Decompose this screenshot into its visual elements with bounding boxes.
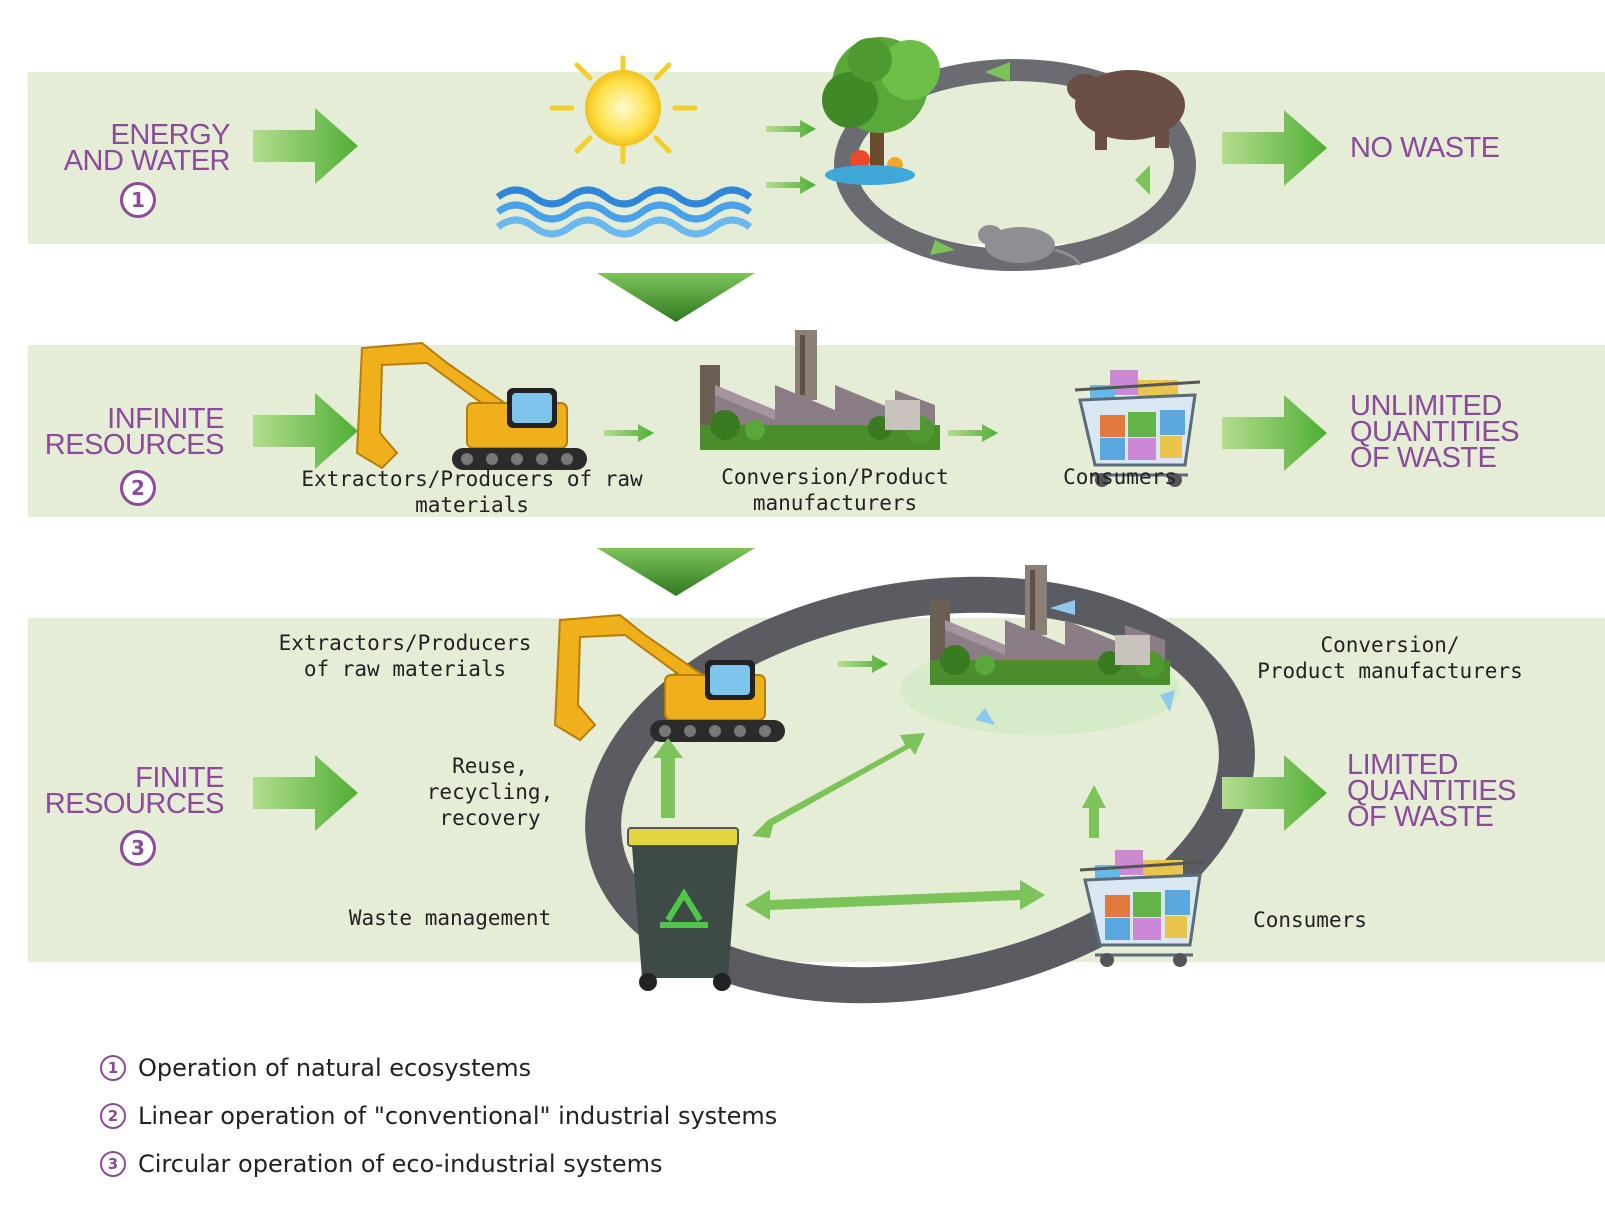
row3-conversion-line-1: Conversion/ xyxy=(1320,633,1460,657)
arrow-extract-to-convert xyxy=(604,424,654,442)
arrow-convert-to-consume xyxy=(948,424,998,442)
row2-conversion-line-2: manufacturers xyxy=(752,491,918,515)
down-arrow-1 xyxy=(597,273,755,322)
row3-number-badge: 3 xyxy=(120,830,156,866)
recycle-flow-arrows xyxy=(653,733,1106,920)
down-arrow-2 xyxy=(597,548,755,596)
row1-input-line-1: ENERGY xyxy=(110,119,231,151)
legend-number-1: 1 xyxy=(100,1055,126,1081)
row2-input-label: INFINITE RESOURCES xyxy=(30,403,225,461)
excavator-icon xyxy=(356,342,588,471)
legend-item-1: 1 Operation of natural ecosystems xyxy=(100,1054,531,1082)
row3-waste-line-1: Waste management xyxy=(348,906,552,930)
arrow-water-to-cycle xyxy=(766,176,816,194)
row2-extractors-line-2: materials xyxy=(415,493,529,517)
legend-item-3: 3 Circular operation of eco-industrial s… xyxy=(100,1150,662,1178)
row3-output-line-1: LIMITED xyxy=(1347,749,1458,781)
row3-reuse-line-3: recovery xyxy=(439,806,541,830)
row3-reuse-line-1: Reuse, xyxy=(452,754,528,778)
row3-extractors-line-2: of raw materials xyxy=(303,657,507,681)
legend-text-3: Circular operation of eco-industrial sys… xyxy=(138,1150,663,1178)
legend-number-3: 3 xyxy=(100,1151,126,1177)
tree-icon xyxy=(822,37,940,185)
arrow-unlimited-waste-out xyxy=(1222,395,1327,471)
arrow-extract-to-factory xyxy=(838,655,888,673)
legend-text-1: Operation of natural ecosystems xyxy=(138,1054,532,1082)
row3-input-label: FINITE RESOURCES xyxy=(30,762,225,820)
row3-reuse-line-2: recycling, xyxy=(426,780,554,804)
legend-text-2: Linear operation of "conventional" indus… xyxy=(138,1102,778,1130)
row3-output-line-2: QUANTITIES xyxy=(1347,775,1517,807)
circular-loop-road xyxy=(585,576,1255,1004)
row2-output-label: UNLIMITED QUANTITIES OF WASTE xyxy=(1350,390,1590,474)
sun-icon xyxy=(549,55,698,165)
row3-extractors-caption: Extractors/Producers of raw materials xyxy=(255,630,555,682)
arrow-finite-in xyxy=(253,755,358,831)
row2-extractors-caption: Extractors/Producers of raw materials xyxy=(272,466,672,518)
factory-icon xyxy=(700,330,940,450)
water-waves-icon xyxy=(495,186,753,238)
arrow-no-waste-out xyxy=(1222,110,1327,186)
bear-icon xyxy=(1067,70,1185,150)
legend-number-2: 2 xyxy=(100,1103,126,1129)
arrow-infinite-in xyxy=(253,393,358,469)
row2-consumers-caption: Consumers xyxy=(1040,464,1200,490)
row1-input-line-2: AND WATER xyxy=(63,145,231,177)
row2-extractors-line-1: Extractors/Producers of raw xyxy=(301,467,643,491)
row2-consumers-line-1: Consumers xyxy=(1063,465,1177,489)
row1-number-badge: 1 xyxy=(120,182,156,218)
arrow-energy-in xyxy=(253,108,358,184)
row3-extractors-line-1: Extractors/Producers xyxy=(278,631,532,655)
row3-output-label: LIMITED QUANTITIES OF WASTE xyxy=(1347,749,1587,833)
row3-consumers-caption: Consumers xyxy=(1230,907,1390,933)
row1-output-label: NO WASTE xyxy=(1350,132,1590,164)
row3-conversion-line-2: Product manufacturers xyxy=(1257,659,1523,683)
row3-conversion-caption: Conversion/ Product manufacturers xyxy=(1230,632,1550,684)
row3-reuse-caption: Reuse, recycling, recovery xyxy=(410,753,570,831)
row3-output-line-3: OF WASTE xyxy=(1347,801,1494,833)
row2-conversion-line-1: Conversion/Product xyxy=(721,465,949,489)
row3-input-line-1: FINITE xyxy=(135,762,224,794)
legend-item-2: 2 Linear operation of "conventional" ind… xyxy=(100,1102,777,1130)
row3-waste-caption: Waste management xyxy=(305,905,595,931)
row1-input-label: ENERGY AND WATER xyxy=(30,119,231,177)
row2-input-line-2: RESOURCES xyxy=(44,429,225,461)
arrow-sun-to-cycle xyxy=(766,120,816,138)
row2-conversion-caption: Conversion/Product manufacturers xyxy=(690,464,980,516)
row2-output-line-3: OF WASTE xyxy=(1350,442,1497,474)
row1-output-line-1: NO WASTE xyxy=(1350,132,1500,164)
recycling-bin-icon xyxy=(627,827,739,991)
row2-output-line-2: QUANTITIES xyxy=(1350,416,1520,448)
row2-output-line-1: UNLIMITED xyxy=(1350,390,1502,422)
blue-loop-arrows xyxy=(975,600,1175,725)
mouse-icon xyxy=(978,225,1082,266)
row2-input-line-1: INFINITE xyxy=(107,403,224,435)
row3-consumers-line-1: Consumers xyxy=(1253,908,1367,932)
row3-input-line-2: RESOURCES xyxy=(44,788,225,820)
row2-number-badge: 2 xyxy=(120,470,156,506)
